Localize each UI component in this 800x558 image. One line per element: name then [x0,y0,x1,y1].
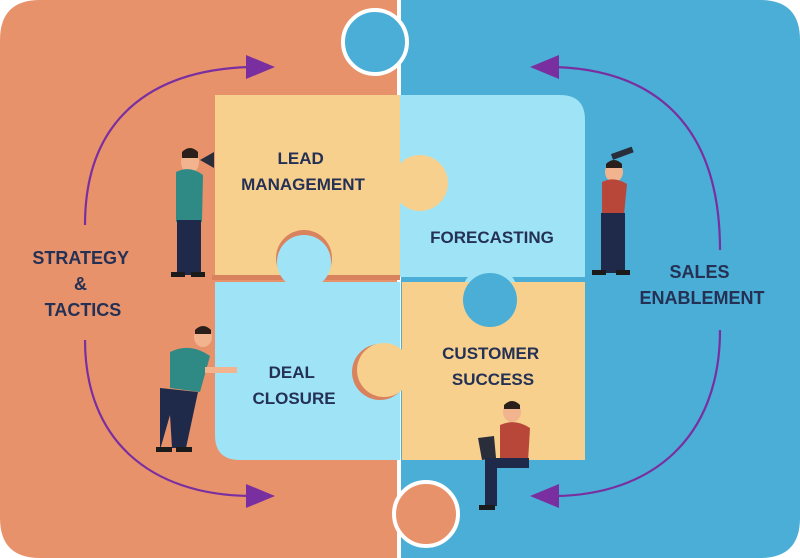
right-top-arrow [554,65,722,251]
man-with-telescope-icon [592,146,634,275]
customer-success-label: CUSTOMER SUCCESS [442,344,544,389]
left-bottom-arrow [83,339,251,498]
piece-customer-success [352,273,585,460]
man-pushing-piece-icon [156,326,237,452]
left-top-arrowhead [246,55,275,79]
left-bottom-arrowhead [246,484,275,508]
sales-enablement-label: SALES ENABLEMENT [640,262,765,308]
deal-closure-label: DEAL CLOSURE [252,363,335,408]
top-tab [341,8,409,76]
man-with-laptop-icon [478,401,530,510]
right-top-arrowhead [530,55,559,79]
lead-management-label: LEAD MANAGEMENT [241,149,365,194]
man-with-megaphone-icon [171,148,214,277]
bottom-tab [392,480,460,548]
strategy-label: STRATEGY & TACTICS [32,248,133,320]
left-top-arrow [83,65,251,226]
right-background [400,0,800,558]
right-bottom-arrow [554,329,722,498]
forecasting-label: FORECASTING [430,228,554,247]
right-bottom-arrowhead [530,484,559,508]
piece-deal-closure [215,230,400,460]
